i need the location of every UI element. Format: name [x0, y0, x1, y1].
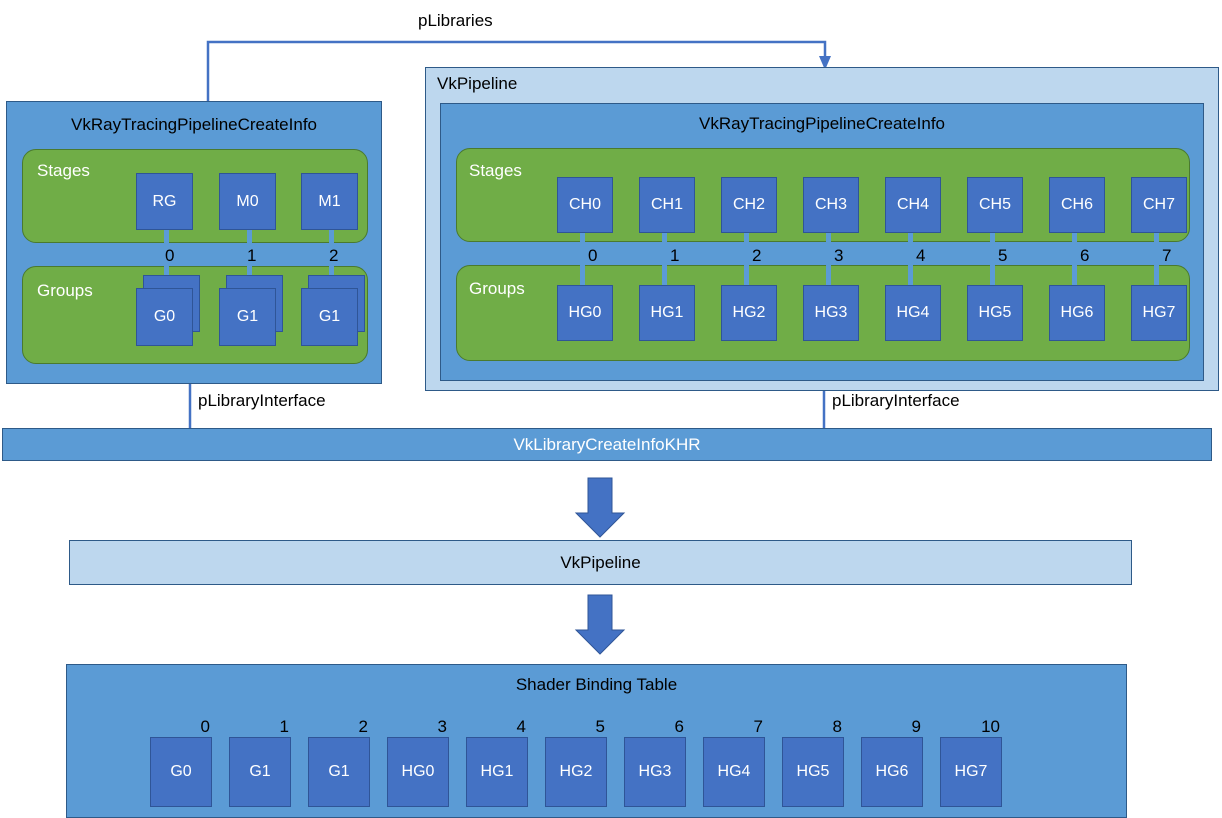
- right-stage-cell[interactable]: CH7: [1131, 177, 1187, 233]
- right-connector-7: [1154, 228, 1159, 290]
- sbt-index-3: 3: [437, 717, 447, 736]
- right-group-cell[interactable]: HG2: [721, 285, 777, 341]
- left-connector-0: [164, 220, 169, 288]
- sbt-index-0: 0: [200, 717, 210, 736]
- right-group-cell[interactable]: HG7: [1131, 285, 1187, 341]
- left-groups-label: Groups: [37, 281, 93, 300]
- left-group-G0[interactable]: G0: [136, 288, 193, 346]
- right-stage-cell[interactable]: CH3: [803, 177, 859, 233]
- right-connector-4: [908, 228, 913, 290]
- block-arrow-down-2: [574, 594, 626, 655]
- sbt-cell[interactable]: HG2: [545, 737, 607, 807]
- right-group-cell[interactable]: HG0: [557, 285, 613, 341]
- right-group-cell[interactable]: HG6: [1049, 285, 1105, 341]
- sbt-cell[interactable]: G0: [150, 737, 212, 807]
- sbt-index-6: 6: [674, 717, 684, 736]
- right-group-cell[interactable]: HG1: [639, 285, 695, 341]
- right-index-7: 7: [1162, 246, 1172, 265]
- right-stage-cell[interactable]: CH6: [1049, 177, 1105, 233]
- left-stage-RG[interactable]: RG: [136, 173, 193, 230]
- right-index-1: 1: [670, 246, 680, 265]
- left-connector-2: [329, 220, 334, 288]
- right-stage-cell[interactable]: CH2: [721, 177, 777, 233]
- sbt-index-4: 4: [516, 717, 526, 736]
- right-connector-5: [990, 228, 995, 290]
- right-panel-title: VkRayTracingPipelineCreateInfo: [699, 114, 945, 133]
- left-library-interface-label: pLibraryInterface: [198, 391, 326, 410]
- vklibrarycreateinfokhr-label: VkLibraryCreateInfoKHR: [513, 434, 701, 454]
- right-connector-1: [662, 228, 667, 290]
- right-connector-2: [744, 228, 749, 290]
- sbt-cell[interactable]: G1: [308, 737, 370, 807]
- plibraries-label: pLibraries: [418, 11, 493, 30]
- left-group-G1-a[interactable]: G1: [219, 288, 276, 346]
- sbt-cell[interactable]: HG4: [703, 737, 765, 807]
- sbt-cell[interactable]: HG7: [940, 737, 1002, 807]
- right-index-6: 6: [1080, 246, 1090, 265]
- left-stages-label: Stages: [37, 161, 90, 180]
- right-vkpipeline-title: VkPipeline: [437, 74, 518, 93]
- right-index-5: 5: [998, 246, 1008, 265]
- left-stage-M0[interactable]: M0: [219, 173, 276, 230]
- sbt-index-7: 7: [753, 717, 763, 736]
- right-library-interface-label: pLibraryInterface: [832, 391, 960, 410]
- sbt-index-10: 10: [981, 717, 1000, 736]
- left-panel-title: VkRayTracingPipelineCreateInfo: [71, 115, 317, 134]
- left-group-G1-b[interactable]: G1: [301, 288, 358, 346]
- sbt-index-1: 1: [279, 717, 289, 736]
- right-connector-6: [1072, 228, 1077, 290]
- right-group-cell[interactable]: HG5: [967, 285, 1023, 341]
- sbt-cell[interactable]: HG3: [624, 737, 686, 807]
- vkpipeline-result-bar: VkPipeline: [69, 540, 1132, 585]
- right-groups-label: Groups: [469, 279, 525, 298]
- right-stage-cell[interactable]: CH4: [885, 177, 941, 233]
- right-index-4: 4: [916, 246, 926, 265]
- right-index-0: 0: [588, 246, 598, 265]
- sbt-cell[interactable]: G1: [229, 737, 291, 807]
- sbt-index-5: 5: [595, 717, 605, 736]
- left-index-0: 0: [165, 246, 175, 265]
- sbt-cell[interactable]: HG1: [466, 737, 528, 807]
- vklibrarycreateinfokhr-bar: VkLibraryCreateInfoKHR: [2, 428, 1212, 461]
- sbt-cell[interactable]: HG0: [387, 737, 449, 807]
- right-group-cell[interactable]: HG3: [803, 285, 859, 341]
- left-stage-M1[interactable]: M1: [301, 173, 358, 230]
- shader-binding-table-title: Shader Binding Table: [515, 675, 678, 694]
- left-create-info-panel: VkRayTracingPipelineCreateInfo Stages Gr…: [6, 101, 382, 384]
- block-arrow-down-1: [574, 477, 626, 538]
- right-group-cell[interactable]: HG4: [885, 285, 941, 341]
- sbt-index-8: 8: [832, 717, 842, 736]
- vkpipeline-result-label: VkPipeline: [560, 552, 641, 572]
- left-index-1: 1: [247, 246, 257, 265]
- left-connector-1: [247, 220, 252, 288]
- right-connector-0: [580, 228, 585, 290]
- sbt-cell[interactable]: HG5: [782, 737, 844, 807]
- right-index-2: 2: [752, 246, 762, 265]
- right-stages-label: Stages: [469, 161, 522, 180]
- right-index-3: 3: [834, 246, 844, 265]
- sbt-index-9: 9: [911, 717, 921, 736]
- right-stage-cell[interactable]: CH0: [557, 177, 613, 233]
- left-index-2: 2: [329, 246, 339, 265]
- sbt-index-2: 2: [358, 717, 368, 736]
- right-stage-cell[interactable]: CH1: [639, 177, 695, 233]
- sbt-cell[interactable]: HG6: [861, 737, 923, 807]
- right-connector-3: [826, 228, 831, 290]
- right-stage-cell[interactable]: CH5: [967, 177, 1023, 233]
